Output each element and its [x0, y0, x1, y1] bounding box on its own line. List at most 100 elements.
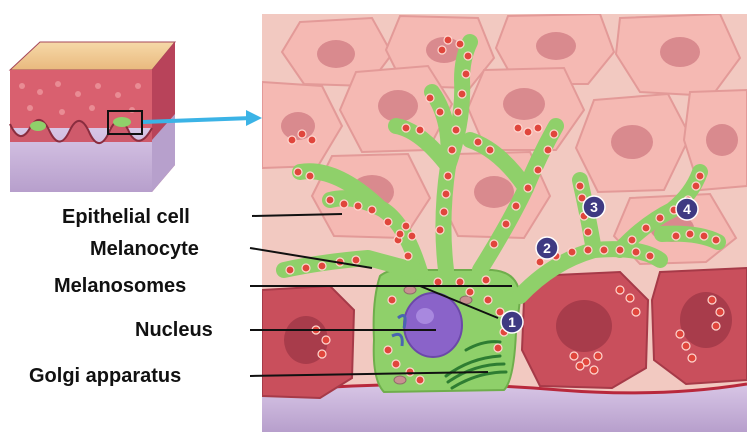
melanosome	[716, 308, 724, 316]
melanosome	[632, 248, 640, 256]
melanosome	[466, 288, 474, 296]
melanosome	[712, 236, 720, 244]
melanosome	[426, 94, 434, 102]
melanosome	[616, 246, 624, 254]
melanosome	[434, 278, 442, 286]
melanosome	[484, 296, 492, 304]
melanosome	[576, 182, 584, 190]
melanosome	[490, 240, 498, 248]
melanosome	[514, 124, 522, 132]
melanosome	[494, 344, 502, 352]
melanosome	[474, 138, 482, 146]
basal-cell	[652, 268, 747, 384]
melanosome	[402, 222, 410, 230]
melanosome	[392, 360, 400, 368]
magnified-view	[262, 14, 747, 432]
melanosome	[384, 218, 392, 226]
melanosome	[396, 230, 404, 238]
melanosome	[584, 228, 592, 236]
melanosome	[550, 130, 558, 138]
melanosome	[318, 262, 326, 270]
melanosome	[448, 146, 456, 154]
melanosome	[692, 182, 700, 190]
melanosome	[712, 322, 720, 330]
melanosome	[416, 376, 424, 384]
epithelial-cell	[616, 14, 740, 96]
melanosome	[628, 236, 636, 244]
melanosome	[294, 168, 302, 176]
melanosome	[388, 296, 396, 304]
melanosome	[440, 208, 448, 216]
melanosome	[318, 350, 326, 358]
step-badge-1-number: 1	[508, 314, 516, 330]
melanosome	[482, 276, 490, 284]
melanosome	[486, 146, 494, 154]
label-golgi-apparatus: Golgi apparatus	[29, 365, 181, 387]
melanosome	[384, 346, 392, 354]
step-badge-3: 3	[583, 196, 605, 218]
melanosome	[438, 46, 446, 54]
label-melanocyte: Melanocyte	[90, 238, 199, 260]
melanosome	[462, 70, 470, 78]
melanosome	[700, 232, 708, 240]
melanosome	[568, 248, 576, 256]
melanosome	[354, 202, 362, 210]
melanosome	[632, 308, 640, 316]
melanosome	[340, 200, 348, 208]
basal-cell	[522, 272, 648, 388]
melanocyte-nucleus	[404, 293, 462, 357]
melanosome	[452, 126, 460, 134]
step-badge-2: 2	[536, 237, 558, 259]
skin-block-inset	[10, 42, 175, 192]
label-nucleus: Nucleus	[135, 319, 213, 341]
melanosome	[590, 366, 598, 374]
melanosome	[682, 342, 690, 350]
melanosome	[322, 336, 330, 344]
melanosome	[642, 224, 650, 232]
melanosome	[576, 362, 584, 370]
step-badge-4: 4	[676, 198, 698, 220]
basal-cell	[262, 286, 354, 398]
melanosome	[456, 278, 464, 286]
melanosome	[600, 246, 608, 254]
melanosome	[416, 126, 424, 134]
melanosome	[616, 286, 624, 294]
melanosome	[536, 258, 544, 266]
step-badge-4-number: 4	[683, 201, 691, 217]
step-badge-3-number: 3	[590, 199, 598, 215]
melanosome	[464, 52, 472, 60]
melanosome	[402, 124, 410, 132]
step-badge-1: 1	[501, 311, 523, 333]
melanosome	[454, 108, 462, 116]
melanosome	[512, 202, 520, 210]
label-epithelial-cell: Epithelial cell	[62, 206, 190, 228]
melanosome	[302, 264, 310, 272]
melanosome	[524, 184, 532, 192]
melanosome	[308, 136, 316, 144]
melanosome	[656, 214, 664, 222]
melanosome	[570, 352, 578, 360]
melanosome	[458, 90, 466, 98]
melanosome	[436, 108, 444, 116]
melanosome	[626, 294, 634, 302]
melanosome	[442, 190, 450, 198]
melanosome	[696, 172, 704, 180]
melanosome	[708, 296, 716, 304]
melanosome	[672, 232, 680, 240]
melanosome	[404, 252, 412, 260]
melanosome	[408, 232, 416, 240]
melanosome	[444, 36, 452, 44]
label-melanosomes: Melanosomes	[54, 275, 186, 297]
melanosome	[594, 352, 602, 360]
melanosome	[326, 196, 334, 204]
melanosome	[646, 252, 654, 260]
melanosome	[534, 166, 542, 174]
melanosome	[456, 40, 464, 48]
melanosome	[368, 206, 376, 214]
melanosome	[444, 172, 452, 180]
melanosome	[406, 368, 414, 376]
melanosome	[676, 330, 684, 338]
melanosome	[686, 230, 694, 238]
melanosome	[306, 172, 314, 180]
